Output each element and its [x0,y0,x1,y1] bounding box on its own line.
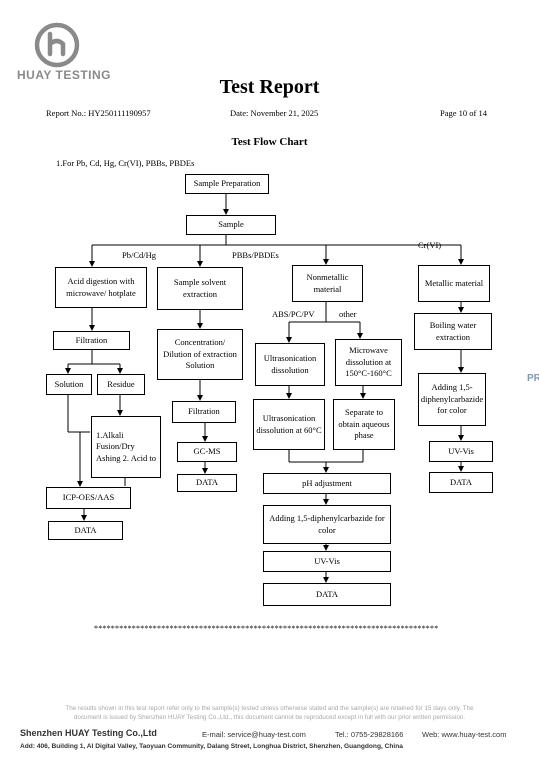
company-name: Shenzhen HUAY Testing Co.,Ltd [20,728,157,738]
label-cr-vi: Cr(VI) [418,240,442,250]
footer-address: Add: 406, Building 1, AI Digital Valley,… [20,743,403,750]
box-microwave: Microwave dissolution at 150°C-160°C [335,339,402,386]
edge-mark: PR [527,373,539,384]
footer-email: E-mail: service@huay-test.com [202,730,306,739]
box-gc-ms: GC-MS [177,442,237,462]
box-sample-preparation: Sample Preparation [185,174,269,194]
box-data-1: DATA [48,521,123,540]
label-other: other [339,309,357,319]
disclaimer-line-1: The results shown in this test report re… [65,705,474,712]
page-number: Page 10 of 14 [440,108,487,118]
box-filtration-2: Filtration [172,401,236,423]
box-sample: Sample [186,215,276,235]
box-uv-vis-center: UV-Vis [263,551,391,572]
label-pb-cd-hg: Pb/Cd/Hg [122,250,157,260]
box-ultrasonication: Ultrasonication dissolution [255,343,325,386]
disclaimer-line-2: document is issued by Shenzhen HUAY Test… [73,714,466,721]
box-adding-dpc-right: Adding 1,5-diphenylcarbazide for color [418,373,486,426]
box-ph-adjustment: pH adjustment [263,473,391,494]
company-logo [34,22,80,68]
report-date: Date: November 21, 2025 [230,108,319,118]
box-metallic: Metallic material [418,265,490,302]
box-ultrasonication-60: Ultrasonication dissolution at 60°C [253,399,325,450]
box-separate-aqueous: Separate to obtain aqueous phase [333,399,395,450]
end-divider: ****************************************… [94,624,439,633]
box-residue: Residue [97,374,145,395]
box-data-2: DATA [177,474,237,492]
box-nonmetallic: Nonmetallic material [292,265,363,302]
label-pbbs-pbdes: PBBs/PBDEs [232,250,279,260]
section-item: 1.For Pb, Cd, Hg, Cr(VI), PBBs, PBDEs [56,158,195,168]
box-solution: Solution [46,374,92,395]
box-uv-vis-right: UV-Vis [429,441,493,462]
section-title: Test Flow Chart [231,136,308,148]
label-abs-pc-pv: ABS/PC/PV [272,309,315,319]
box-alkali-fusion: 1.Alkali Fusion/Dry Ashing 2. Acid to [91,416,161,478]
report-title: Test Report [219,76,320,98]
box-concentration: Concentration/ Dilution of extraction So… [157,329,243,380]
box-icp-oes-aas: ICP-OES/AAS [46,487,131,509]
footer-company: Shenzhen HUAY Testing Co.,Ltd [20,728,157,738]
box-data-center: DATA [263,583,391,606]
logo-text: HUAY TESTING [17,68,112,82]
box-solvent-extraction: Sample solvent extraction [157,267,243,310]
box-boiling-water: Boiling water extraction [414,313,492,350]
report-number: Report No.: HY250111190957 [46,108,151,118]
box-acid-digestion: Acid digestion with microwave/ hotplate [55,267,147,308]
box-data-right: DATA [429,472,493,493]
box-filtration-1: Filtration [53,331,130,350]
footer-web: Web: www.huay-test.com [422,730,507,739]
box-adding-dpc-center: Adding 1,5-diphenylcarbazide for color [263,505,391,544]
logo-h-icon [34,22,80,68]
footer-tel: Tel.: 0755-29828166 [335,730,404,739]
